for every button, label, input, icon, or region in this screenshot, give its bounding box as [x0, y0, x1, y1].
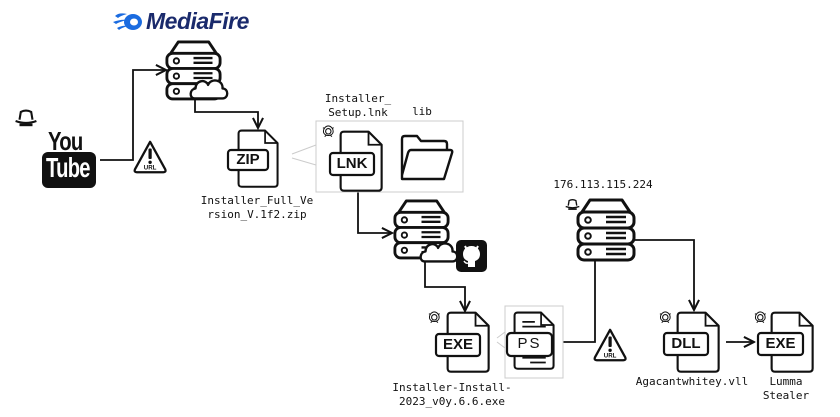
biohazard-icon: [322, 125, 335, 138]
malicious-url-warning-icon: [593, 328, 627, 362]
malicious-url-warning-icon: [133, 140, 167, 174]
dll-type-label: DLL: [671, 335, 701, 352]
lnk-filename: Installer_ Setup.lnk: [324, 92, 392, 119]
connectors: [100, 70, 754, 379]
exe-filename: Installer-Install- 2023_v0y.6.6.exe: [392, 381, 512, 408]
youtube-logo-tube: Tube: [46, 152, 91, 183]
github-icon: [456, 240, 487, 272]
hacker-icon: [564, 198, 581, 210]
dll-filename: Agacantwhitey.vll: [635, 375, 749, 388]
powershell-script-icon: [513, 311, 555, 370]
biohazard-icon: [428, 311, 441, 324]
zip-type-label: ZIP: [236, 151, 260, 168]
ps-type-label: PS: [517, 335, 542, 352]
c2-ip-address: 176.113.115.224: [553, 178, 653, 191]
arrow-c2-to-dll: [635, 239, 694, 310]
lnk-type-label: LNK: [336, 155, 368, 172]
ps-box: [504, 305, 564, 379]
line-ps-to-c2: [563, 258, 596, 343]
arrow-lnk-to-github: [357, 190, 392, 233]
folder-icon: [400, 134, 454, 181]
cloud-icon: [419, 242, 459, 263]
zip-filename: Installer_Full_Ve rsion_V.1f2.zip: [200, 194, 314, 221]
biohazard-icon: [659, 311, 672, 324]
callout-zip-contents: [291, 144, 317, 166]
arrow-mediafire-to-zip: [194, 93, 258, 128]
hacker-icon: [14, 109, 38, 127]
mediafire-flame-icon: [113, 13, 142, 31]
youtube-logo-box: [42, 152, 96, 188]
exe-type-label: EXE: [442, 336, 473, 353]
cloud-icon: [189, 79, 229, 100]
lumma-stealer-label: Lumma Stealer: [762, 375, 810, 402]
callout-exe-ps: [496, 331, 506, 349]
youtube-logo-you: You: [48, 126, 83, 156]
c2-server-icon: [576, 198, 636, 262]
folder-name: lib: [412, 105, 432, 118]
mediafire-logo-text: MediaFire: [146, 8, 249, 34]
arrow-youtube-to-mediafire: [100, 70, 166, 161]
arrow-github-to-exe: [424, 262, 465, 311]
lumma-exe-type-label: EXE: [765, 335, 796, 352]
biohazard-icon: [754, 311, 767, 324]
zip-contents-box: [315, 120, 464, 193]
